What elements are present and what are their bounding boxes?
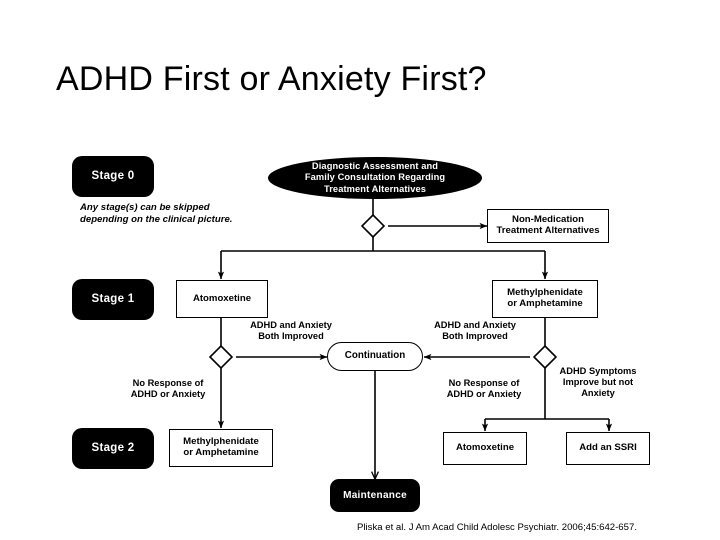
stage-2-label: Stage 2 <box>91 442 135 455</box>
stage-1-badge: Stage 1 <box>72 279 154 320</box>
stage-2-badge: Stage 2 <box>72 428 154 469</box>
node-atomoxetine-stage1: Atomoxetine <box>176 280 268 318</box>
stage-0-badge: Stage 0 <box>72 156 154 197</box>
node-continuation-label: Continuation <box>344 350 406 362</box>
node-maintenance-label: Maintenance <box>343 489 407 501</box>
decision-diamond-left <box>208 344 234 370</box>
decision-diamond-top <box>360 213 386 239</box>
stage-0-label: Stage 0 <box>91 170 135 183</box>
stage-1-label: Stage 1 <box>91 293 135 306</box>
node-add-ssri-label: Add an SSRI <box>579 442 637 454</box>
node-add-ssri: Add an SSRI <box>566 432 650 465</box>
node-atomoxetine-stage2-label: Atomoxetine <box>455 442 515 454</box>
decision-diamonds <box>208 213 558 370</box>
node-maintenance: Maintenance <box>330 479 420 512</box>
page-title: ADHD First or Anxiety First? <box>56 60 487 98</box>
decision-diamond-right <box>532 344 558 370</box>
connector-lines <box>217 198 613 481</box>
node-continuation: Continuation <box>327 342 423 371</box>
node-atomoxetine-stage2: Atomoxetine <box>443 432 527 465</box>
citation-text: Pliska et al. J Am Acad Child Adolesc Ps… <box>357 522 637 533</box>
node-atomoxetine-stage1-label: Atomoxetine <box>192 292 252 304</box>
